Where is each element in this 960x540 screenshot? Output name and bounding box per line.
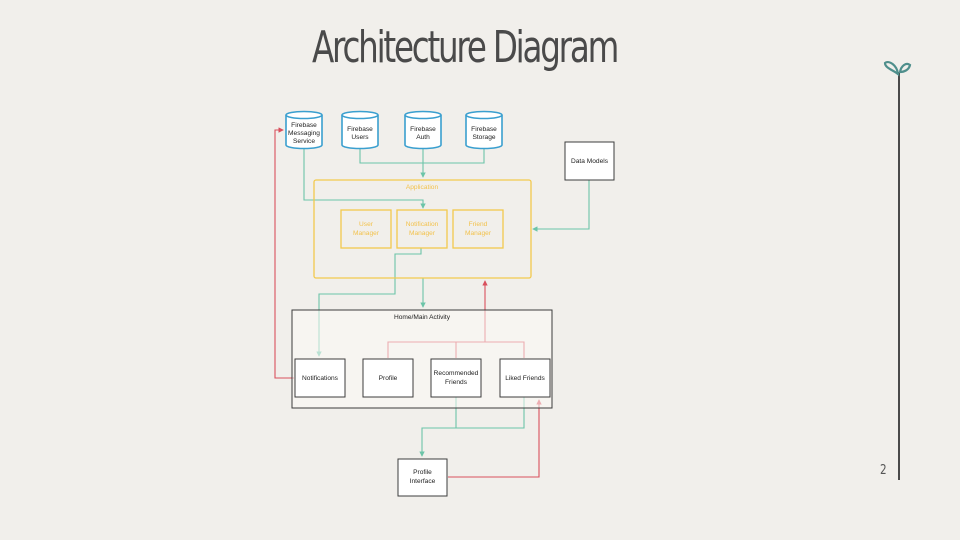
friend-manager-label-1: Friend	[469, 221, 488, 228]
storage-label-1: Firebase	[471, 126, 497, 133]
left-leaf-icon	[883, 61, 900, 77]
liked-friends-label: Liked Friends	[505, 375, 545, 382]
profile-interface-box: Profile Interface	[397, 458, 448, 497]
liked-friends-box: Liked Friends	[499, 358, 551, 398]
messaging-label-1: Firebase	[291, 122, 317, 129]
data-models-box: Data Models	[564, 141, 615, 181]
connector-storage-to-app	[423, 148, 485, 164]
notification-manager-label-2: Manager	[409, 230, 436, 237]
notification-manager-label-1: Notification	[406, 221, 439, 228]
connector-users-to-app	[359, 148, 423, 164]
storage-label-2: Storage	[472, 134, 495, 141]
users-label-1: Firebase	[347, 126, 373, 133]
connector-recommended-to-interface	[419, 397, 457, 457]
auth-label-1: Firebase	[410, 126, 436, 133]
notifications-box: Notifications	[294, 358, 346, 398]
profile-interface-label-1: Profile	[413, 469, 432, 476]
notification-manager-box: Notification Manager	[396, 209, 448, 249]
connector-interface-to-liked	[448, 399, 542, 478]
profile-interface-label-2: Interface	[410, 478, 436, 485]
firebase-messaging-service: Firebase Messaging Service	[285, 110, 323, 150]
home-activity-label: Home/Main Activity	[394, 314, 451, 321]
user-manager-label-2: Manager	[353, 230, 380, 237]
firebase-storage: Firebase Storage	[465, 110, 503, 150]
auth-label-2: Auth	[416, 134, 430, 141]
user-manager-box: User Manager	[340, 209, 392, 249]
sprout-decoration	[883, 61, 912, 480]
users-label-2: Users	[351, 134, 369, 141]
profile-box: Profile	[362, 358, 414, 398]
firebase-auth: Firebase Auth	[404, 110, 442, 150]
recommended-label-1: Recommended	[434, 370, 479, 377]
user-manager-label-1: User	[359, 221, 374, 228]
messaging-label-3: Service	[293, 138, 315, 145]
connector-notification-manager-to-notifications	[316, 248, 422, 357]
messaging-label-2: Messaging	[288, 130, 320, 137]
recommended-friends-box: Recommended Friends	[430, 358, 482, 398]
application-label: Application	[406, 184, 439, 191]
friend-manager-box: Friend Manager	[452, 209, 504, 249]
recommended-label-2: Friends	[445, 379, 468, 386]
right-leaf-icon	[898, 62, 912, 74]
slide-title: Architecture Diagram	[312, 22, 619, 73]
friend-manager-label-2: Manager	[465, 230, 492, 237]
data-models-label: Data Models	[571, 158, 609, 165]
connector-notifications-to-messaging	[274, 127, 294, 379]
firebase-users: Firebase Users	[341, 110, 379, 150]
application-box: Application	[313, 179, 532, 279]
page-number: 2	[880, 463, 887, 478]
profile-label: Profile	[379, 375, 398, 382]
notifications-label: Notifications	[302, 375, 339, 382]
connector-datamodels-to-app	[532, 180, 590, 232]
connector-messaging-to-notification-manager	[303, 148, 426, 209]
